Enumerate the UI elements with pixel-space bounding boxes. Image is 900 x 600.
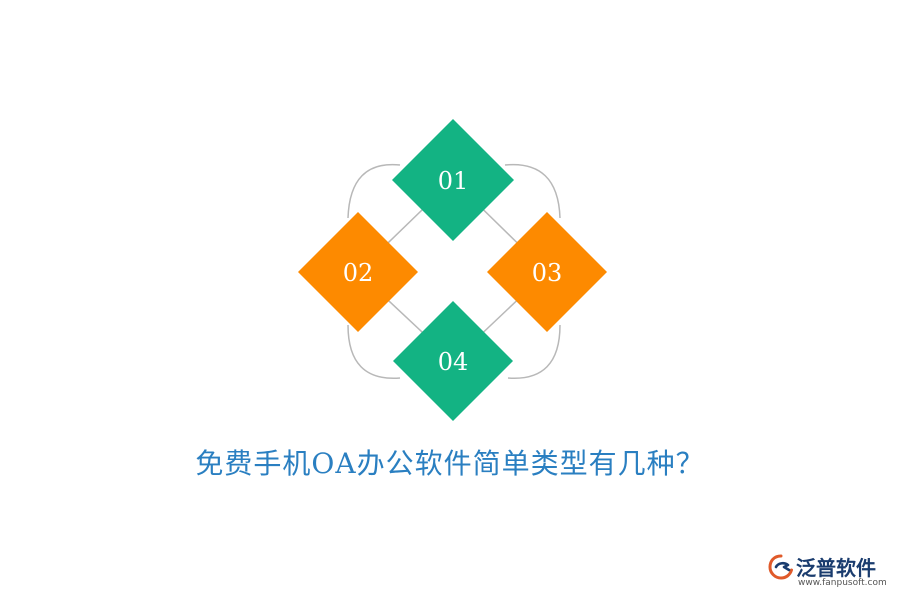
diamond-03: 03 <box>487 212 607 332</box>
connector-arc <box>347 324 401 379</box>
brand-watermark: 泛普软件 www.fanpusoft.com <box>768 552 892 592</box>
connector-arc <box>504 163 561 219</box>
diamond-label: 01 <box>438 167 469 195</box>
page-title: 免费手机OA办公软件简单类型有几种？ <box>195 447 705 480</box>
connector-arc <box>507 324 561 379</box>
brand-url: www.fanpusoft.com <box>798 578 887 588</box>
diamond-04: 04 <box>393 301 513 421</box>
diamond-02: 02 <box>298 212 418 332</box>
brand-name: 泛普软件 <box>796 556 876 580</box>
diamond-label: 04 <box>438 348 469 376</box>
fanpu-logo-icon <box>768 554 793 580</box>
connector-arc <box>347 163 401 219</box>
diamond-label: 03 <box>532 259 563 287</box>
diamond-label: 02 <box>343 259 374 287</box>
diamond-01: 01 <box>392 119 514 241</box>
diamond-diagram: 01 02 03 04 <box>298 119 607 421</box>
